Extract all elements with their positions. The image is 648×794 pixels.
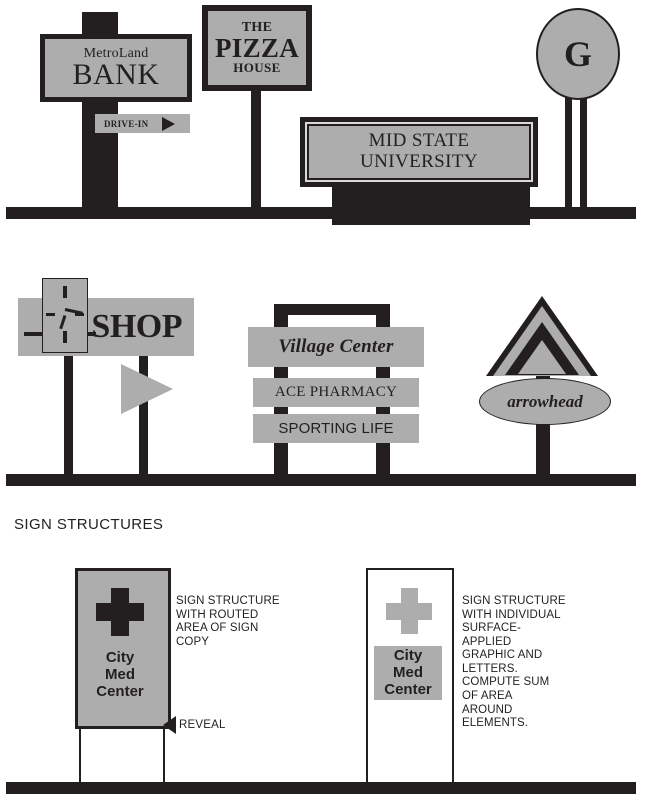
village-header-beam: [274, 304, 390, 315]
pizza-sign-cabinet[interactable]: THE PIZZA HOUSE: [202, 5, 312, 91]
shop-sign-pole-left: [64, 356, 73, 480]
bank-sign-cabinet[interactable]: MetroLand BANK: [40, 34, 192, 102]
surface-sign-note: SIGN STRUCTURE WITH INDIVIDUAL SURFACE- …: [462, 595, 566, 730]
surface-sign-copy-line-1: Med: [393, 663, 423, 681]
routed-sign-copy: City Med Center: [78, 649, 162, 700]
g-sign-letter: G: [563, 34, 592, 74]
bank-sign-line1: MetroLand: [83, 45, 149, 61]
left-arrow-icon: [163, 716, 176, 734]
surface-sign-cabinet[interactable]: City Med Center: [366, 568, 454, 790]
g-sign-pole-right: [580, 88, 587, 213]
sign-mid-state-university[interactable]: MID STATE UNIVERSITY: [300, 117, 540, 225]
village-panel-2[interactable]: SPORTING LIFE: [253, 414, 419, 443]
g-sign-disc[interactable]: G: [536, 8, 620, 100]
pizza-sign-line3: HOUSE: [233, 60, 281, 76]
shop-sign-label: SHOP: [91, 308, 182, 345]
sign-pizza-house[interactable]: THE PIZZA HOUSE: [192, 5, 322, 213]
arrowhead-ellipse-panel[interactable]: arrowhead: [479, 378, 611, 425]
bank-sign-face: MetroLand BANK: [45, 39, 187, 97]
right-arrow-icon: [162, 116, 176, 131]
g-sign-pole-left: [565, 88, 572, 213]
surface-sign-copy: City Med Center: [374, 646, 442, 701]
reveal-callout: REVEAL: [163, 716, 226, 734]
bank-sign-line2: BANK: [72, 57, 160, 91]
sign-arrowhead[interactable]: arrowhead: [470, 278, 630, 480]
pizza-sign-line2: PIZZA: [214, 32, 300, 63]
surface-sign-copy-line-2: Center: [384, 680, 432, 698]
village-panel-1-label: ACE PHARMACY: [274, 383, 398, 400]
routed-sign-note: SIGN STRUCTURE WITH ROUTED AREA OF SIGN …: [176, 595, 280, 648]
msu-sign-face: MID STATE UNIVERSITY: [305, 122, 533, 182]
ground-line-bottom: [6, 782, 636, 794]
row-top-scene: MetroLand BANK DRIVE-IN THE PIZZA HOUSE: [0, 0, 648, 240]
pizza-sign-pole: [251, 85, 261, 213]
drive-in-label: DRIVE-IN: [104, 118, 149, 129]
row-bottom-scene: City Med Center SIGN STRUCTURE WITH ROUT…: [0, 560, 648, 794]
sign-shop[interactable]: SHOP: [18, 278, 198, 480]
village-panel-2-label: SPORTING LIFE: [278, 419, 394, 437]
shop-arrow-icon: [121, 364, 173, 414]
routed-sign-reveal-base: [79, 720, 165, 790]
routed-sign-copy-line-1: Med: [105, 665, 135, 683]
routed-sign-cabinet[interactable]: City Med Center: [75, 568, 171, 729]
arrowhead-label: arrowhead: [507, 391, 583, 411]
reveal-label: REVEAL: [179, 719, 226, 731]
medical-cross-icon: [386, 588, 432, 634]
village-panel-0-label: Village Center: [278, 336, 394, 358]
surface-sign-copy-line-0: City: [393, 647, 423, 664]
section-heading: SIGN STRUCTURES: [14, 516, 164, 533]
msu-sign-line1: MID STATE: [368, 130, 470, 152]
sign-g-pylon[interactable]: G: [528, 8, 628, 213]
msu-sign-line2: UNIVERSITY: [360, 151, 478, 172]
routed-sign-copy-line-2: Center: [96, 682, 144, 700]
ground-line-top: [6, 207, 636, 219]
triangle-core-gray: [518, 340, 566, 374]
sign-village-center[interactable]: Village Center ACE PHARMACY SPORTING LIF…: [248, 286, 438, 480]
pizza-sign-face: THE PIZZA HOUSE: [208, 11, 306, 85]
ground-line-middle: [6, 474, 636, 486]
example-surface-applied-sign[interactable]: City Med Center SIGN STRUCTURE WITH INDI…: [366, 568, 636, 790]
routed-sign-copy-line-0: City: [105, 649, 135, 666]
village-panel-1[interactable]: ACE PHARMACY: [253, 378, 419, 407]
sign-metroland-bank[interactable]: MetroLand BANK DRIVE-IN: [40, 8, 200, 213]
example-routed-sign[interactable]: City Med Center SIGN STRUCTURE WITH ROUT…: [75, 568, 325, 790]
shop-sign-pole-right: [139, 356, 148, 480]
msu-sign-cabinet[interactable]: MID STATE UNIVERSITY: [300, 117, 538, 187]
drive-in-sign[interactable]: DRIVE-IN: [95, 114, 190, 133]
medical-cross-icon: [96, 588, 144, 636]
clock-icon: [42, 278, 88, 353]
village-panel-0[interactable]: Village Center: [248, 327, 424, 367]
row-middle-scene: SHOP Village Center: [0, 278, 648, 486]
pizza-sign-line1: THE: [241, 20, 273, 36]
